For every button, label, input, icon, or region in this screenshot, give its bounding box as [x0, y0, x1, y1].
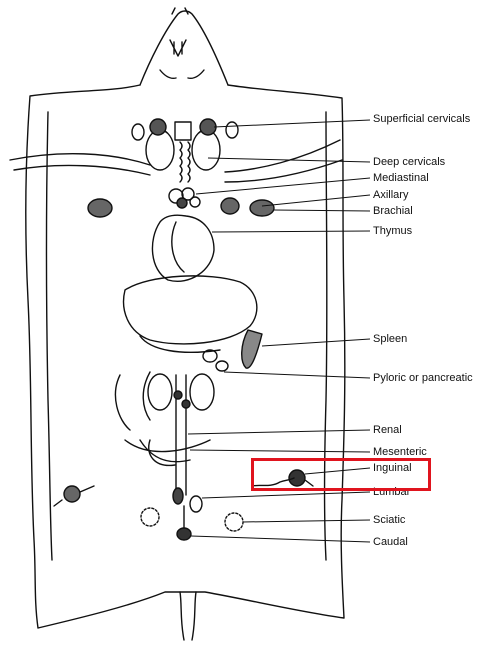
spleen: [242, 330, 262, 368]
head-outline: [140, 11, 228, 85]
label-renal: Renal: [373, 424, 402, 437]
tail: [180, 592, 196, 640]
label-sciatic: Sciatic: [373, 514, 405, 527]
body-outline: [26, 85, 345, 628]
label-deep-cervicals: Deep cervicals: [373, 156, 445, 169]
label-spleen: Spleen: [373, 333, 407, 346]
mouth-mark: [170, 40, 186, 56]
label-axillary: Axillary: [373, 189, 408, 202]
liver: [124, 276, 257, 344]
label-superficial-cervicals: Superficial cervicals: [373, 113, 470, 126]
label-mediastinal: Mediastinal: [373, 172, 429, 185]
label-brachial: Brachial: [373, 205, 413, 218]
label-caudal: Caudal: [373, 536, 408, 549]
label-thymus: Thymus: [373, 225, 412, 238]
inner-outline: [47, 112, 53, 560]
highlight-box: [251, 458, 431, 491]
forelimb-left: [10, 154, 150, 175]
label-pyloric-or-pancreatic: Pyloric or pancreatic: [373, 372, 473, 385]
